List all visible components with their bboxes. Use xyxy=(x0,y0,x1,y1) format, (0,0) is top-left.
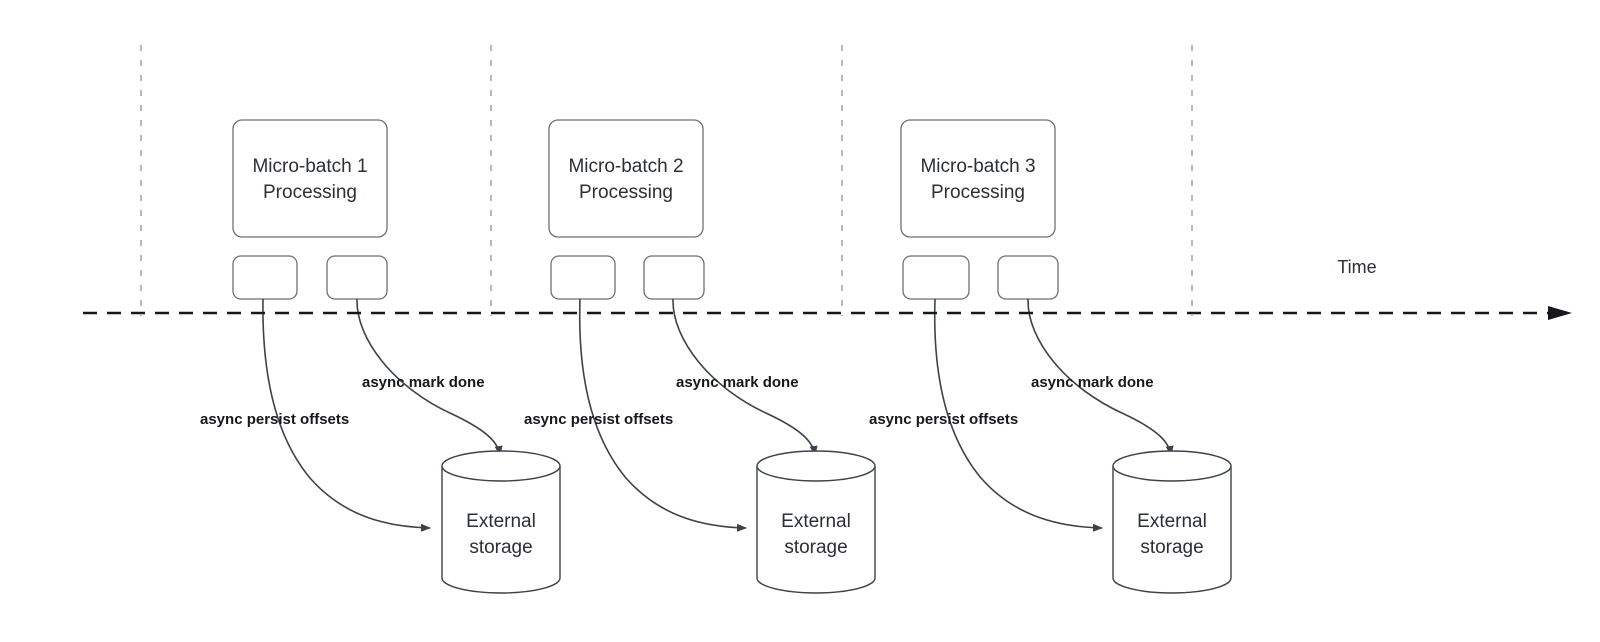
external-storage-2-line1: External xyxy=(781,511,851,532)
time-axis: Time xyxy=(83,257,1572,320)
external-storage-cylinder-2[interactable] xyxy=(756,450,876,594)
external-storage-1-line2: storage xyxy=(469,537,532,558)
micro-batch-box-2-line2: Processing xyxy=(579,182,673,203)
micro-batch-box-3-line2: Processing xyxy=(931,182,1025,203)
async-persist-offsets-label-3: async persist offsets xyxy=(869,411,1018,428)
micro-batch-group-1: Micro-batch 1 Processing External storag… xyxy=(200,119,561,594)
async-persist-offsets-label-1: async persist offsets xyxy=(200,411,349,428)
external-storage-2-line2: storage xyxy=(784,537,847,558)
micro-batch-box-2[interactable] xyxy=(548,119,704,238)
external-storage-3-line1: External xyxy=(1137,511,1207,532)
time-axis-label: Time xyxy=(1337,257,1376,277)
micro-batch-box-1-line1: Micro-batch 1 xyxy=(252,156,367,177)
async-mark-done-label-3: async mark done xyxy=(1031,374,1154,391)
mark-done-task-3[interactable] xyxy=(997,255,1059,300)
async-persist-offsets-curve-1 xyxy=(262,298,431,532)
micro-batch-box-1[interactable] xyxy=(232,119,388,238)
persist-offsets-task-1[interactable] xyxy=(232,255,298,300)
micro-batch-group-3: Micro-batch 3 Processing External storag… xyxy=(869,119,1232,594)
micro-batch-box-3[interactable] xyxy=(900,119,1056,238)
async-mark-done-label-2: async mark done xyxy=(676,374,799,391)
async-mark-done-curve-3 xyxy=(1027,298,1174,456)
micro-batch-box-2-line1: Micro-batch 2 xyxy=(568,156,683,177)
async-mark-done-label-1: async mark done xyxy=(362,374,485,391)
external-storage-cylinder-3[interactable] xyxy=(1112,450,1232,594)
micro-batch-box-3-line1: Micro-batch 3 xyxy=(920,156,1035,177)
external-storage-3-line2: storage xyxy=(1140,537,1203,558)
mark-done-task-1[interactable] xyxy=(326,255,388,300)
tick-guide-lines xyxy=(140,45,1193,316)
mark-done-task-2[interactable] xyxy=(643,255,705,300)
async-mark-done-curve-2 xyxy=(672,298,818,456)
micro-batch-group-2: Micro-batch 2 Processing External storag… xyxy=(524,119,876,594)
async-persist-offsets-curve-3 xyxy=(933,298,1103,532)
time-arrowhead xyxy=(1548,306,1572,320)
async-persist-offsets-label-2: async persist offsets xyxy=(524,411,673,428)
async-mark-done-curve-1 xyxy=(356,298,503,456)
external-storage-cylinder-1[interactable] xyxy=(441,450,561,594)
micro-batch-box-1-line2: Processing xyxy=(263,182,357,203)
async-persist-offsets-curve-2 xyxy=(578,298,747,532)
external-storage-1-line1: External xyxy=(466,511,536,532)
persist-offsets-task-3[interactable] xyxy=(902,255,970,300)
persist-offsets-task-2[interactable] xyxy=(550,255,616,300)
